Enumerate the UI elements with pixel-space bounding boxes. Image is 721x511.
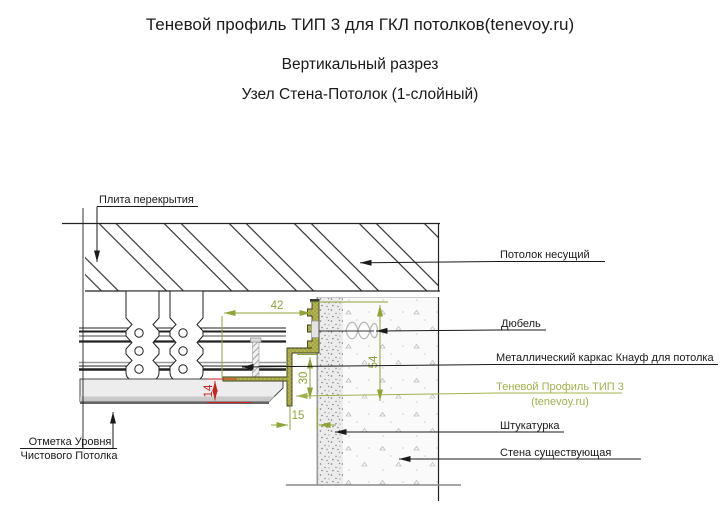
dim-value-14: 14 [203, 384, 215, 397]
callout-finish-level: Отметка Уровня Чистового Потолка [20, 412, 118, 462]
dim-value-42: 42 [271, 300, 284, 312]
dowel-graphic [345, 321, 379, 340]
dimension-42: 42 [221, 300, 311, 378]
board-bottom-strip [80, 396, 275, 402]
callout-dowel: Дюбель [375, 318, 546, 334]
strap-hole [178, 346, 188, 356]
flange-screw [250, 337, 262, 380]
callout-slab: Плита перекрытия [94, 194, 198, 262]
shadow-profile [222, 299, 320, 407]
callout-plaster: Штукатурка [335, 420, 564, 435]
callout-finish-level-line2: Чистового Потолка [21, 450, 119, 462]
dim-value-30: 30 [298, 372, 310, 385]
hanger-straps [125, 290, 204, 381]
profile-top-cap [310, 299, 320, 303]
callout-dowel-label: Дюбель [501, 318, 541, 330]
callout-existing-wall: Стена существующая [399, 447, 641, 462]
plaster-layer [318, 297, 343, 485]
callout-bearing-ceiling-label: Потолок несущий [500, 249, 590, 261]
existing-wall-body [343, 297, 438, 485]
strap-hole [134, 364, 144, 374]
wall-screw-head [311, 320, 319, 338]
subtitle-section-view: Вертикальный разрез [282, 56, 439, 73]
callout-bearing-ceiling: Потолок несущий [359, 249, 605, 266]
dimension-15: 15 [271, 407, 336, 430]
callout-existing-wall-label: Стена существующая [500, 447, 611, 459]
callout-shadow-profile: Теневой Профиль ТИП 3 (tenevoy.ru) [295, 381, 624, 408]
dim-value-54: 54 [368, 355, 380, 368]
strap-hole [178, 364, 188, 374]
dimension-54: 54 [310, 301, 388, 401]
callout-metal-frame: Металлический каркас Кнауф для потолка [241, 352, 718, 370]
subtitle-node: Узел Стена-Потолок (1-слойный) [242, 86, 479, 103]
callout-slab-label: Плита перекрытия [99, 194, 194, 206]
strap-hole [178, 328, 188, 338]
shadow-profile-body [222, 300, 320, 407]
dimension-30: 30 [297, 354, 318, 399]
strap-hole [134, 328, 144, 338]
gypsum-board [79, 378, 284, 404]
slab-section [62, 222, 440, 292]
title-block: Теневой профиль ТИП 3 для ГКЛ потолков(t… [146, 15, 574, 103]
callout-finish-level-line1: Отметка Уровня [29, 436, 112, 448]
strap-hole [134, 346, 144, 356]
dimension-14: 14 [203, 378, 252, 403]
page-title: Теневой профиль ТИП 3 для ГКЛ потолков(t… [146, 15, 574, 34]
callout-metal-frame-label: Металлический каркас Кнауф для потолка [496, 352, 714, 364]
dim-value-15: 15 [292, 410, 305, 422]
callout-shadow-profile-label: Теневой Профиль ТИП 3 [496, 381, 624, 393]
slab-hatch-area [85, 224, 438, 291]
callout-shadow-profile-url: (tenevoy.ru) [531, 396, 589, 408]
callout-plaster-label: Штукатурка [500, 420, 560, 432]
